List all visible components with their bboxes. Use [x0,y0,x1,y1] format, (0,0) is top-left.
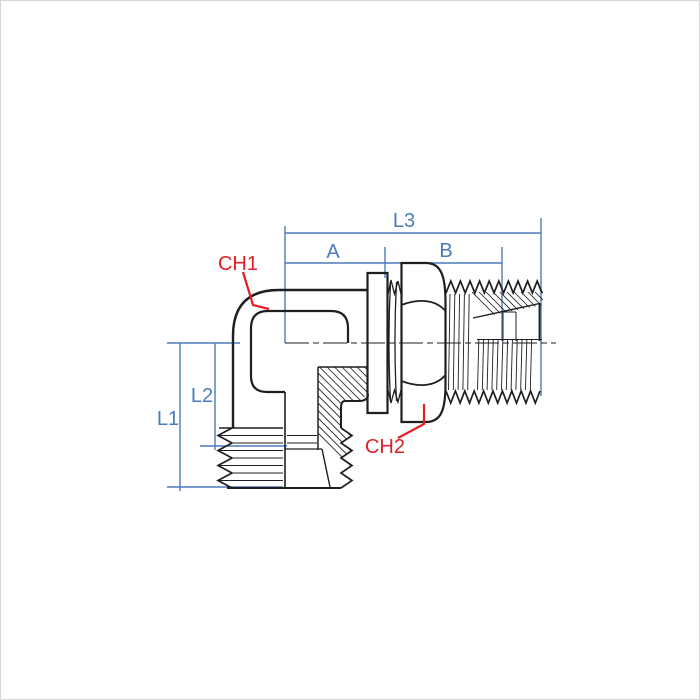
hatch-line [420,355,580,515]
hatch-line [318,367,368,488]
hex-nut-bottom-facet [401,374,447,386]
flank-line [515,339,518,391]
hatch-line [318,367,368,488]
flank-line [491,339,494,391]
hatch-line [322,367,368,488]
zigzag-bottom [445,388,541,406]
hatch-line [480,355,640,515]
dim-label-b: B [439,240,452,262]
hatch-line [563,355,700,515]
hatch-line [318,367,368,488]
hatch-line [548,355,700,515]
bottom-thread-zigzag-left [216,427,234,489]
hatch-line [318,367,368,488]
hatch-line [555,355,700,515]
mid-thread-sliver [387,279,402,405]
hatch-line [318,367,368,488]
hatch-line [488,292,524,319]
labels-group: L3 A B L1 L2 CH1 CH2 [157,210,453,458]
hex-nut-top-facet [401,300,447,312]
dim-label-a: A [326,241,340,263]
dim-label-l2: L2 [191,385,213,407]
hatch-line [428,355,588,515]
right-thread-zigzag-bottom [445,388,541,406]
right-thread-flank-lines [448,293,533,391]
flank-line [448,293,451,391]
hatch-line [337,367,368,488]
zigzag-top [445,278,543,296]
hatch-line [450,355,610,515]
fitting-line-art [216,261,700,515]
flank-line [457,293,461,391]
flank-line [462,293,465,391]
hatch-line [523,292,543,319]
stud-fillet [340,393,369,428]
hatch-line [530,292,543,319]
callout-label-ch2: CH2 [365,436,405,458]
hatch-line [383,355,543,515]
hatch-line [318,367,368,488]
hatch-line [525,355,685,515]
bottom-thread-crest-lines [219,434,317,482]
hatch-line [503,355,663,515]
flank-line [520,339,523,391]
hatch-line [435,355,595,515]
callout-label-ch1: CH1 [218,253,258,275]
end-counterbore-detail [502,311,517,341]
hatch-line [329,367,368,488]
flank-line [486,339,489,391]
flank-line [505,339,509,391]
callout-leaders [241,271,426,439]
flange-plate [366,271,389,415]
flank-line [477,339,480,391]
hatch-line [533,355,693,515]
hatch-line [458,355,618,515]
hatch-line [352,367,368,488]
hatch-line [570,355,700,515]
flank-line [510,339,513,391]
flank-line [452,293,456,391]
flank-line [467,293,470,391]
flank-line [525,339,528,391]
flank-line [529,339,533,391]
dim-label-l3: L3 [393,210,415,232]
hatch-line [495,355,655,515]
leader-ch1 [241,271,270,311]
hatch-line [481,292,517,319]
hatch-line [510,355,670,515]
dim-label-l1: L1 [157,408,179,430]
hatch-line [367,367,368,488]
leader-ch2 [397,404,426,439]
hatch-line [540,355,700,515]
hatch-line [578,355,700,515]
flank-line [481,339,485,391]
flank-line [496,339,499,391]
right-thread-zigzag-top [445,278,543,296]
hatch-line [465,355,625,515]
hatch-line [537,292,543,319]
hex-nut-outline [400,261,447,424]
hatch-line [473,355,633,515]
hatch-line [344,367,368,488]
flank-line [501,339,504,391]
hatch-line [318,367,368,488]
bottom-thread-zigzag-right [339,427,354,489]
hatch-line [516,292,543,319]
hatch-line [443,355,603,515]
bottom-cone-slant [321,448,331,488]
hatch-line [318,367,368,488]
bore-outline [249,309,350,394]
hatch-line [318,367,368,488]
body-outline [231,288,367,428]
